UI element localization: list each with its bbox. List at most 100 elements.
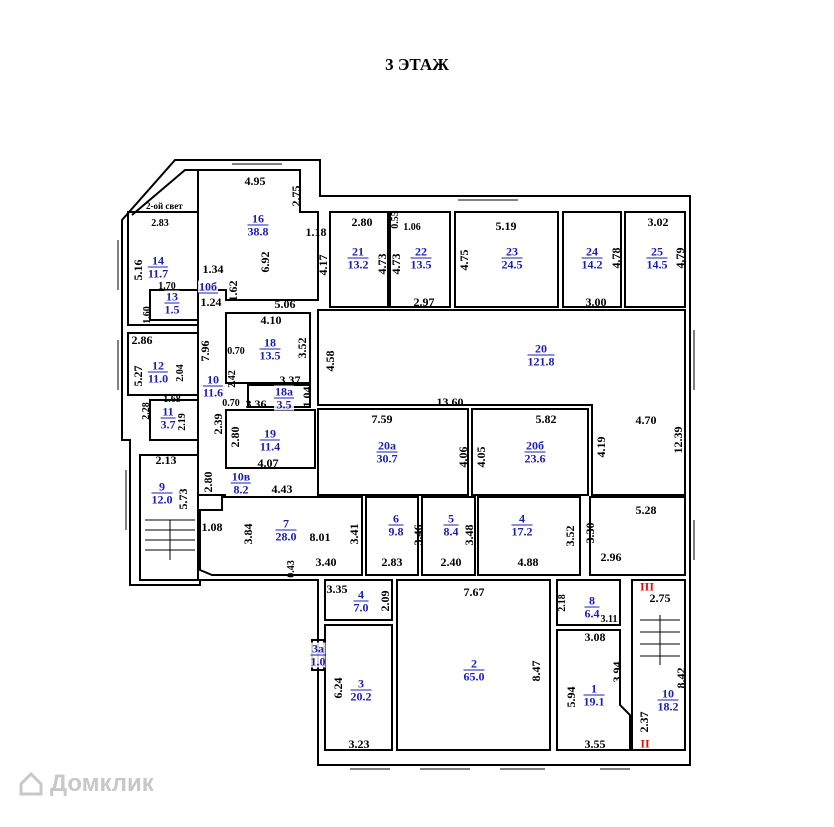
dimension-label: 2.80: [228, 426, 242, 448]
dimension-label: 8.01: [309, 530, 331, 544]
dimension-label: 5.73: [176, 488, 190, 510]
dimension-label: 5.94: [564, 686, 578, 708]
room-area: 17.2: [511, 524, 533, 539]
dimension-label: 2.42: [227, 370, 238, 388]
room-4b-wall: [324, 579, 393, 621]
room-number: 2: [463, 658, 485, 671]
room-area: 65.0: [463, 669, 485, 684]
dimension-label: 4.78: [609, 247, 623, 269]
dimension-label: 8.42: [674, 667, 688, 689]
room-number: 7: [275, 518, 297, 531]
room-number: 3а: [310, 641, 326, 656]
dimension-label: 4.10: [260, 313, 282, 327]
dimension-label: 1.60: [142, 306, 153, 324]
stair-steps-right: [640, 615, 680, 665]
room-area: 13.5: [259, 348, 281, 363]
room-23-wall: [454, 211, 559, 308]
dimension-label: 6.24: [331, 677, 345, 699]
room-20b-wall: [471, 408, 589, 496]
floor-title: 3 ЭТАЖ: [385, 55, 449, 74]
room-number: 22: [410, 246, 432, 259]
room-number: 5: [443, 513, 459, 526]
dimension-label: 0.43: [286, 560, 297, 578]
room-number: 16: [247, 213, 269, 226]
room-number: 20б: [524, 438, 546, 453]
room-number: 19: [259, 428, 281, 441]
dimension-label: 2.75: [289, 185, 303, 207]
dimension-label: 7.59: [371, 412, 393, 426]
dimension-label: 8.47: [529, 660, 543, 682]
dimension-label: 1.68: [163, 394, 181, 405]
dimension-label: 2.96: [600, 550, 622, 564]
room-20-wall: [317, 309, 686, 496]
dimension-label: 2.80: [351, 215, 373, 229]
dimension-label: 2.86: [131, 333, 153, 347]
dimension-label: 3.40: [315, 555, 337, 569]
outer-wall: [121, 159, 691, 766]
room-24-wall: [562, 211, 622, 308]
dimension-label: 2.09: [378, 590, 392, 612]
dimension-label: 3.36: [245, 397, 267, 411]
dimension-label: 12.39: [671, 426, 685, 454]
room-6-wall: [365, 496, 419, 576]
room-5-wall: [421, 496, 476, 576]
dimension-label: 5.27: [131, 365, 145, 387]
room-number: 1: [583, 683, 605, 696]
room-area: 6.4: [584, 606, 600, 621]
stair-mark-iii: III: [639, 579, 655, 594]
room-number: 10в: [230, 469, 252, 484]
room-area: 24.5: [501, 257, 523, 272]
dimension-label: 4.95: [244, 174, 266, 188]
dimension-label: 2.80: [201, 471, 215, 493]
dimension-label: 1.08: [201, 520, 223, 534]
dimension-label: 2.18: [557, 594, 568, 612]
room-2-wall: [396, 579, 551, 751]
dimension-label: 4.05: [474, 446, 488, 468]
dimension-label: 2.40: [440, 555, 462, 569]
room-number: 13: [164, 289, 180, 304]
room-area: 18.2: [657, 699, 679, 714]
room-area: 12.0: [151, 492, 173, 507]
dimension-label: 1.06: [403, 222, 421, 233]
dimension-label: 4.58: [323, 350, 337, 372]
room-area: 13.2: [347, 257, 369, 272]
dimension-label: 4.79: [673, 247, 687, 269]
dimension-label: 3.52: [563, 525, 577, 547]
room-number: 21: [347, 246, 369, 259]
dimension-label: 3.23: [348, 737, 370, 751]
dimension-label: 0.70: [222, 398, 240, 409]
room-21-wall: [329, 211, 389, 308]
dimension-label: 1.18: [305, 225, 327, 239]
room-14-wall: [127, 211, 199, 326]
dimension-label: 0.55: [390, 211, 401, 229]
room-area: 8.4: [443, 524, 459, 539]
dimension-label: 4.07: [257, 456, 279, 470]
dimension-label: 4.43: [271, 482, 293, 496]
stair-steps-left: [145, 519, 195, 560]
room-area: 1.0: [310, 654, 326, 669]
dimension-label: 4.70: [635, 413, 657, 427]
dimension-label: 2.28: [141, 402, 152, 420]
room-area: 20.2: [350, 689, 372, 704]
room-19-wall: [225, 409, 316, 469]
dimension-label: 4.75: [457, 249, 471, 271]
room-22-wall: [389, 211, 451, 308]
dimension-label: 13.60: [436, 395, 464, 409]
dimension-label: 5.16: [131, 259, 145, 281]
room-20a-wall: [317, 408, 469, 496]
